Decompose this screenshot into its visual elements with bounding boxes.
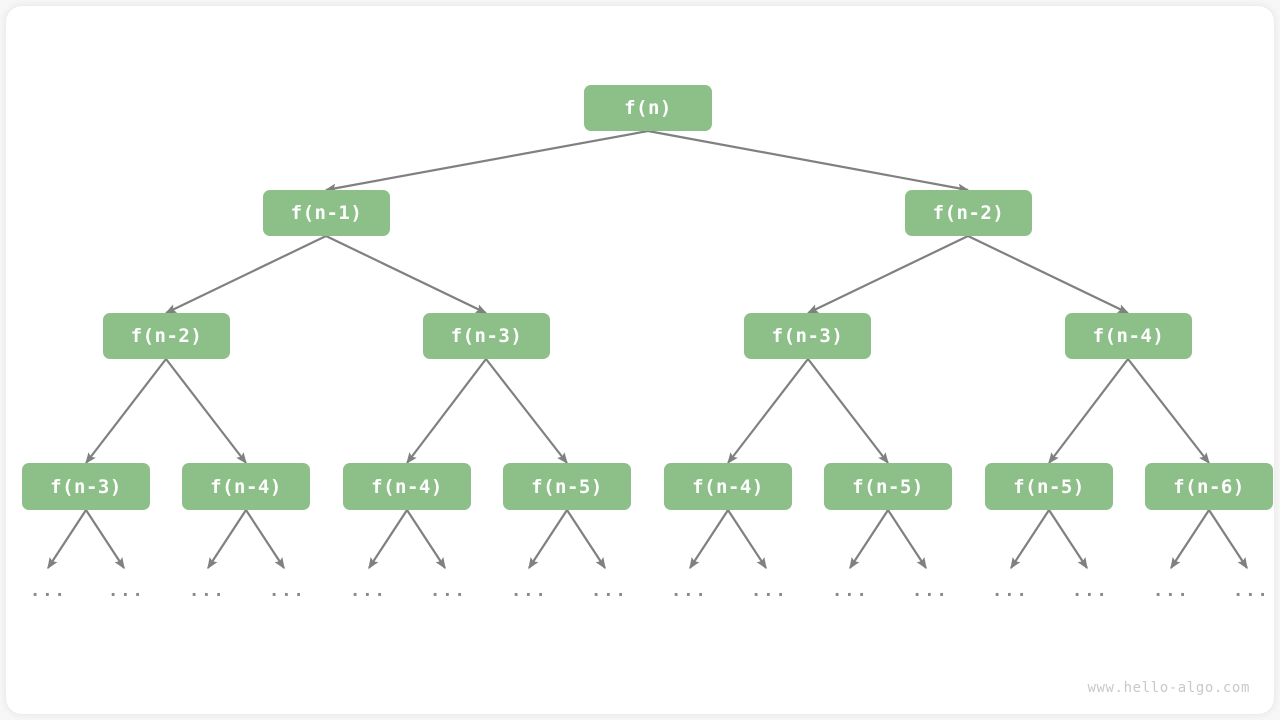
- tree-edge: [1048, 509, 1088, 570]
- tree-node[interactable]: f(n-5): [503, 463, 631, 510]
- tree-edge: [85, 358, 167, 465]
- tree-edge: [1170, 509, 1210, 570]
- ellipsis-marker: ...: [1072, 581, 1109, 601]
- ellipsis-marker: ...: [511, 581, 548, 601]
- tree-edge: [164, 235, 327, 314]
- watermark-label: www.hello-algo.com: [1087, 680, 1250, 696]
- ellipsis-marker: ...: [30, 581, 67, 601]
- tree-edge: [807, 358, 889, 465]
- tree-node[interactable]: f(n-2): [103, 313, 230, 359]
- tree-edge: [47, 509, 87, 570]
- tree-node[interactable]: f(n-5): [985, 463, 1113, 510]
- ellipsis-marker: ...: [671, 581, 708, 601]
- tree-edge: [325, 235, 488, 314]
- tree-edge: [85, 509, 125, 570]
- tree-node-label: f(n-4): [1092, 325, 1165, 347]
- tree-edge: [887, 509, 927, 570]
- tree-node-label: f(n): [624, 97, 672, 119]
- tree-node-label: f(n-3): [50, 475, 122, 498]
- tree-edge: [727, 509, 767, 570]
- tree-node-label: f(n-5): [1013, 475, 1085, 498]
- ellipsis-marker: ...: [912, 581, 949, 601]
- tree-node[interactable]: f(n-3): [744, 313, 871, 359]
- tree-edge: [727, 358, 809, 465]
- tree-edge: [245, 509, 285, 570]
- tree-edge: [967, 235, 1130, 314]
- tree-edge: [324, 129, 649, 193]
- tree-edge: [849, 509, 889, 570]
- ellipsis-marker: ...: [751, 581, 788, 601]
- tree-node[interactable]: f(n): [584, 85, 712, 131]
- tree-node-label: f(n-3): [450, 325, 523, 347]
- ellipsis-marker: ...: [832, 581, 869, 601]
- tree-node-label: f(n-2): [932, 202, 1005, 224]
- tree-edge: [406, 358, 487, 465]
- tree-edge: [566, 509, 606, 570]
- ellipsis-marker: ...: [591, 581, 628, 601]
- tree-node-label: f(n-2): [130, 325, 203, 347]
- tree-node-label: f(n-3): [771, 325, 844, 347]
- diagram-card: f(n) f(n-1) f(n-2) f(n-2) f(n-3) f(n-3) f(n-4)…: [6, 6, 1274, 714]
- tree-edge: [1208, 509, 1248, 570]
- tree-node-label: f(n-6): [1173, 475, 1245, 498]
- tree-node[interactable]: f(n-5): [824, 463, 952, 510]
- tree-edge: [1048, 358, 1129, 465]
- ellipsis-marker: ...: [1233, 581, 1270, 601]
- tree-node[interactable]: f(n-1): [263, 190, 390, 236]
- tree-edge: [207, 509, 247, 570]
- ellipsis-marker: ...: [108, 581, 145, 601]
- tree-node[interactable]: f(n-2): [905, 190, 1032, 236]
- ellipsis-marker: ...: [269, 581, 306, 601]
- tree-node[interactable]: f(n-4): [182, 463, 310, 510]
- tree-edge: [647, 129, 970, 193]
- tree-edge: [368, 509, 408, 570]
- ellipsis-marker: ...: [1153, 581, 1190, 601]
- tree-edge: [406, 509, 446, 570]
- tree-node[interactable]: f(n-4): [664, 463, 792, 510]
- tree-edge: [165, 358, 247, 465]
- tree-node-label: f(n-4): [692, 475, 764, 498]
- tree-edge: [528, 509, 568, 570]
- tree-edge: [806, 235, 969, 314]
- tree-node[interactable]: f(n-3): [22, 463, 150, 510]
- tree-node[interactable]: f(n-4): [343, 463, 471, 510]
- ellipsis-marker: ...: [189, 581, 226, 601]
- tree-node[interactable]: f(n-3): [423, 313, 550, 359]
- tree-edge: [1127, 358, 1210, 465]
- tree-node[interactable]: f(n-6): [1145, 463, 1273, 510]
- tree-edge: [689, 509, 729, 570]
- tree-node[interactable]: f(n-4): [1065, 313, 1192, 359]
- ellipsis-marker: ...: [350, 581, 387, 601]
- tree-edge: [485, 358, 568, 465]
- tree-node-label: f(n-4): [371, 475, 443, 498]
- ellipsis-marker: ...: [992, 581, 1029, 601]
- tree-node-label: f(n-4): [210, 475, 282, 498]
- ellipsis-marker: ...: [430, 581, 467, 601]
- tree-node-label: f(n-5): [531, 475, 603, 498]
- tree-node-label: f(n-5): [852, 475, 924, 498]
- tree-edge: [1010, 509, 1050, 570]
- tree-node-label: f(n-1): [290, 202, 363, 224]
